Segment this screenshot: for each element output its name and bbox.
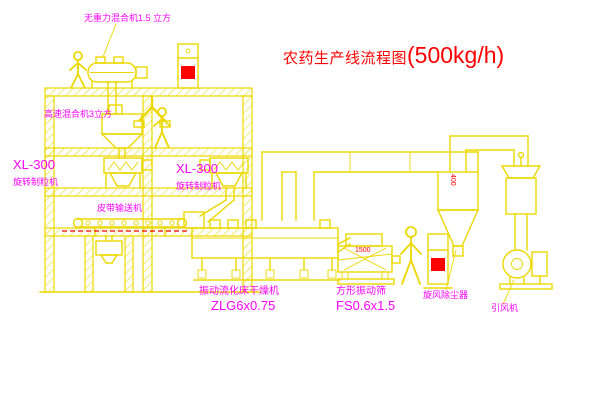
label-belt-conveyor: 皮带输送机	[97, 203, 143, 213]
label-granulator-left-name: 旋转制粒机	[13, 177, 59, 187]
control-cabinet-bottom	[423, 233, 453, 289]
diagram-title-capacity: (500kg/h)	[407, 42, 505, 68]
building-structure	[39, 87, 261, 293]
label-screen-dimension: 1500	[355, 247, 371, 254]
diagram-title-text: 农药生产线流程图	[283, 50, 408, 67]
vent-cap-drawing	[500, 151, 542, 215]
worker-figure-2	[153, 107, 171, 149]
leader-lines	[102, 23, 515, 305]
worker-figure-1	[69, 51, 87, 89]
label-granulator-right-name: 旋转制粒机	[176, 181, 222, 191]
discharge-unit-drawing	[95, 235, 123, 264]
horizontal-mixer-drawing	[87, 56, 148, 114]
label-dryer-name: 振动流化床干燥机	[199, 286, 279, 297]
exhaust-duct-drawing	[261, 135, 529, 251]
vibrating-screen-drawing	[337, 233, 401, 285]
label-high-speed-mixer: 高速混合机3立方	[44, 109, 113, 119]
label-granulator-left-model: XL-300	[13, 157, 55, 172]
label-cyclone: 旋风除尘器	[423, 290, 469, 300]
high-speed-mixer-drawing	[100, 104, 144, 159]
cyclone-drawing	[436, 171, 480, 257]
belt-conveyor-drawing	[72, 217, 188, 237]
control-cabinet-top	[177, 43, 199, 89]
label-horizontal-mixer: 无重力混合机1.5 立方	[84, 13, 172, 23]
fluid-bed-dryer-drawing	[183, 211, 341, 281]
diagram-title: 农药生产线流程图 (500kg/h)	[283, 42, 504, 69]
label-cyclone-dimension: 400	[449, 174, 456, 186]
label-dryer-model: ZLG6x0.75	[211, 298, 276, 313]
label-screen-name: 方形振动筛	[336, 286, 386, 297]
label-fan: 引风机	[491, 303, 519, 313]
label-screen-model: FS0.6x1.5	[336, 298, 396, 313]
granulator-left-drawing	[103, 157, 153, 189]
worker-figure-3	[400, 226, 422, 285]
induced-draft-fan-drawing	[499, 249, 553, 290]
label-granulator-right-model: XL-300	[176, 161, 218, 176]
